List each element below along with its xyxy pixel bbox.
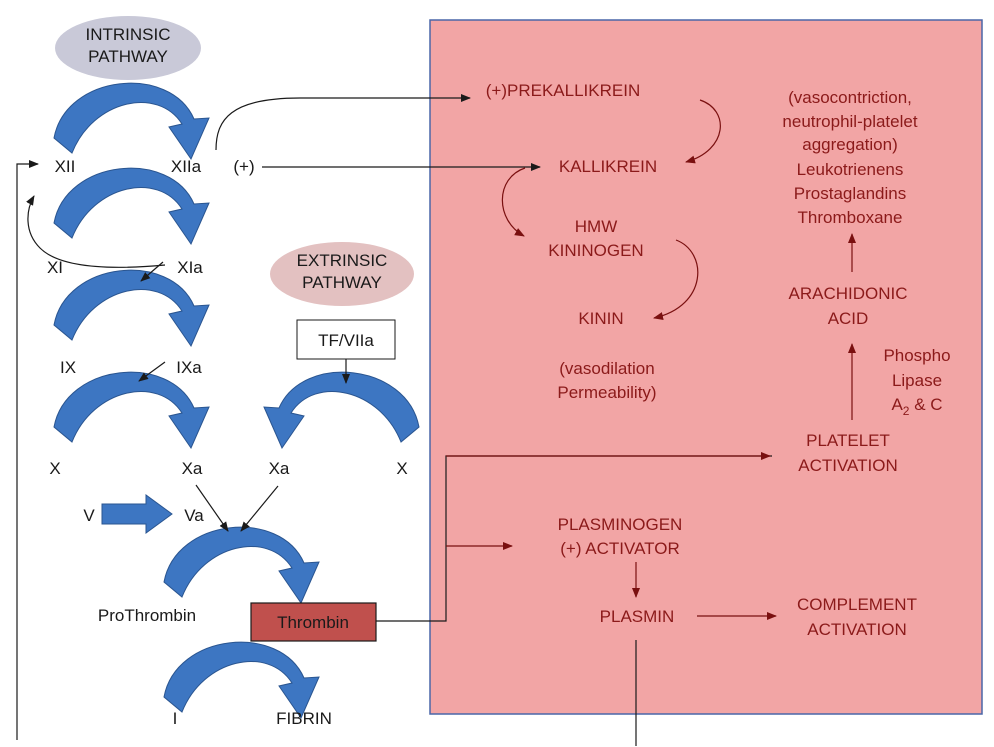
tf-viia-label: TF/VIIa xyxy=(318,331,374,350)
complement-activation-line1: COMPLEMENT xyxy=(797,595,917,614)
plasminogen-activator-line1: PLASMINOGEN xyxy=(558,515,683,534)
prekallikrein-to-kallikrein-arrow xyxy=(685,99,721,164)
platelet-activation-line2: ACTIVATION xyxy=(798,456,898,475)
curved-arrow-x-icon xyxy=(53,371,210,449)
phospholipase-line3: A2 & C xyxy=(891,395,942,418)
platelet-effect-line2: neutrophil-platelet xyxy=(782,112,917,131)
factor-xiia: XIIa xyxy=(171,157,202,176)
plasmin-label: PLASMIN xyxy=(600,607,675,626)
factor-x-extrinsic: X xyxy=(396,459,407,478)
factor-va: Va xyxy=(184,506,204,525)
factor-xia: XIa xyxy=(177,258,203,277)
arachidonic-label-line1: ARACHIDONIC xyxy=(788,284,907,303)
intrinsic-label-line2: PATHWAY xyxy=(88,47,168,66)
prekallikrein-label: (+)PREKALLIKREIN xyxy=(486,81,640,100)
factor-v: V xyxy=(83,506,95,525)
thrombin-box xyxy=(250,602,377,642)
xa-extrinsic-to-prothrombin-arrow xyxy=(240,485,279,532)
kallikrein-label: KALLIKREIN xyxy=(559,157,657,176)
kinin-effect-line2: Permeability) xyxy=(557,383,656,402)
hmw-label: HMW xyxy=(575,217,617,236)
prostaglandins-label: Prostaglandins xyxy=(794,184,906,203)
v-to-va-arrow-icon xyxy=(101,494,173,534)
plus-sign: (+) xyxy=(233,157,254,176)
extrinsic-label-line2: PATHWAY xyxy=(302,273,382,292)
phospholipase-line2: Lipase xyxy=(892,371,942,390)
xia-to-xi-feedback-line xyxy=(26,195,166,268)
kininogen-label: KININOGEN xyxy=(548,241,643,260)
fibrin-label: FIBRIN xyxy=(276,709,332,728)
factor-xa-intrinsic: Xa xyxy=(182,459,203,478)
platelet-effect-line3: aggregation) xyxy=(802,135,897,154)
phospholipase-line1: Phospho xyxy=(883,346,950,365)
factor-x-intrinsic: X xyxy=(49,459,60,478)
kallikrein-to-hmw-arrow xyxy=(501,167,526,237)
xa-intrinsic-to-prothrombin-arrow xyxy=(195,484,229,532)
plasminogen-activator-line2: (+) ACTIVATOR xyxy=(560,539,680,558)
curved-arrow-ix-icon xyxy=(53,269,210,347)
intrinsic-pathway-oval xyxy=(55,16,201,80)
factor-i: I xyxy=(173,709,178,728)
curved-arrow-fibrinogen-icon xyxy=(163,641,320,719)
thrombin-label: Thrombin xyxy=(277,613,349,632)
factor-xa-extrinsic: Xa xyxy=(269,459,290,478)
thromboxane-label: Thromboxane xyxy=(798,208,903,227)
platelet-effect-line1: (vasocontriction, xyxy=(788,88,912,107)
extrinsic-label-line1: EXTRINSIC xyxy=(297,251,388,270)
curved-arrow-xii-icon xyxy=(53,82,210,160)
kinin-platelet-region xyxy=(429,19,983,715)
leukotrienes-label: Leukotrienens xyxy=(797,160,904,179)
curved-arrow-xi-icon xyxy=(53,167,210,245)
feedback-line-left xyxy=(16,160,39,740)
extrinsic-pathway-oval xyxy=(270,242,414,306)
kinin-effect-line1: (vasodilation xyxy=(559,359,654,378)
kininogen-to-kinin-arrow xyxy=(653,239,699,320)
arachidonic-label-line2: ACID xyxy=(828,309,869,328)
complement-activation-line2: ACTIVATION xyxy=(807,620,907,639)
factor-ixa: IXa xyxy=(176,358,202,377)
prothrombin-label: ProThrombin xyxy=(98,606,196,625)
intrinsic-label-line1: INTRINSIC xyxy=(86,25,171,44)
kinin-label: KININ xyxy=(578,309,623,328)
factor-ix: IX xyxy=(60,358,76,377)
ixa-to-x-arrow xyxy=(138,361,166,382)
platelet-activation-line1: PLATELET xyxy=(806,431,890,450)
xiia-to-prekallikrein-line xyxy=(215,94,471,151)
curved-arrow-prothrombin-icon xyxy=(163,526,320,604)
factor-xii: XII xyxy=(55,157,76,176)
xia-to-ix-arrow xyxy=(140,261,164,282)
curved-arrow-extrinsic-x-icon xyxy=(263,371,420,449)
factor-xi: XI xyxy=(47,258,63,277)
tf-viia-box xyxy=(296,319,396,360)
